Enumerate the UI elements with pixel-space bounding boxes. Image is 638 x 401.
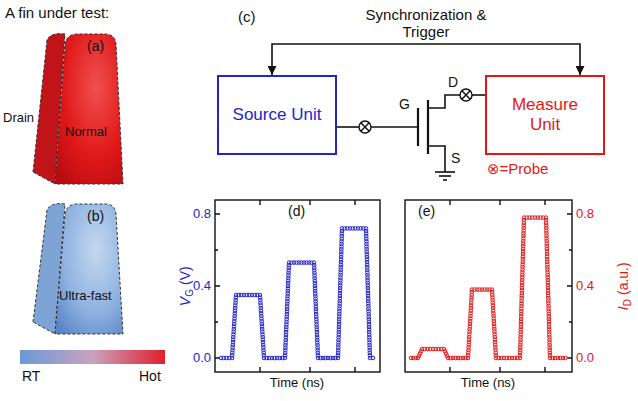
- connector-label: Synchronization & Trigger: [361, 6, 491, 41]
- color-bar: [20, 350, 165, 364]
- panel-heading: A fin under test:: [5, 4, 109, 21]
- fin-shape: (a) Normal: [25, 26, 125, 188]
- axis-title-part: V: [177, 297, 193, 306]
- pin-name: D: [448, 74, 458, 90]
- subscript: G: [184, 289, 195, 297]
- subscript: D: [622, 299, 633, 306]
- axis-title: Time (ns): [461, 376, 515, 391]
- fin-front: [55, 34, 123, 184]
- instrument-box: Source Unit: [217, 75, 337, 155]
- axis-title-part: (a.u.): [615, 262, 631, 295]
- pin-name: G: [399, 96, 410, 112]
- probe-symbol: [359, 89, 472, 133]
- part-name: Drain: [3, 111, 34, 126]
- tick-label: 0.8: [193, 207, 211, 222]
- pulse-traces: [219, 216, 567, 360]
- probe-legend: ⊗=Probe: [487, 160, 548, 177]
- panel-letter: (a): [87, 38, 104, 54]
- plot-frame: [215, 200, 572, 372]
- data-point: [371, 356, 375, 360]
- axis-title: Time (ns): [270, 376, 324, 391]
- panel-letter: (c): [238, 8, 256, 25]
- data-point: [564, 356, 568, 360]
- axis-title: ID (a.u.): [615, 262, 634, 310]
- panel-letter: (e): [418, 203, 435, 219]
- tick-label: 0.0: [193, 351, 211, 366]
- wiring: [337, 95, 485, 180]
- axis-title: VG (V): [177, 266, 196, 306]
- panel-letter: (d): [288, 203, 305, 219]
- axis-title-part: (V): [177, 266, 193, 285]
- fin-caption: Ultra-fast: [59, 288, 112, 303]
- pin-name: S: [451, 150, 460, 166]
- unit-name: Source Unit: [232, 105, 322, 125]
- tick-label: 0.8: [576, 207, 594, 222]
- tick-label: 0.4: [193, 279, 211, 294]
- sync-connector: [272, 44, 580, 75]
- tick-label: 0.0: [576, 351, 594, 366]
- scale-end: RT: [22, 368, 40, 384]
- instrument-box: Measure Unit: [485, 75, 605, 155]
- fin-front: [55, 204, 123, 334]
- fin-outline: [25, 196, 125, 338]
- scale-end: Hot: [139, 368, 161, 384]
- unit-name: Measure Unit: [500, 95, 590, 134]
- fin-outline: [25, 26, 125, 188]
- axis-title-part: I: [615, 306, 631, 310]
- tick-label: 0.4: [576, 279, 594, 294]
- fin-shape: (b) Ultra-fast: [25, 196, 125, 338]
- fin-caption: Normal: [65, 124, 107, 139]
- panel-letter: (b): [87, 208, 104, 224]
